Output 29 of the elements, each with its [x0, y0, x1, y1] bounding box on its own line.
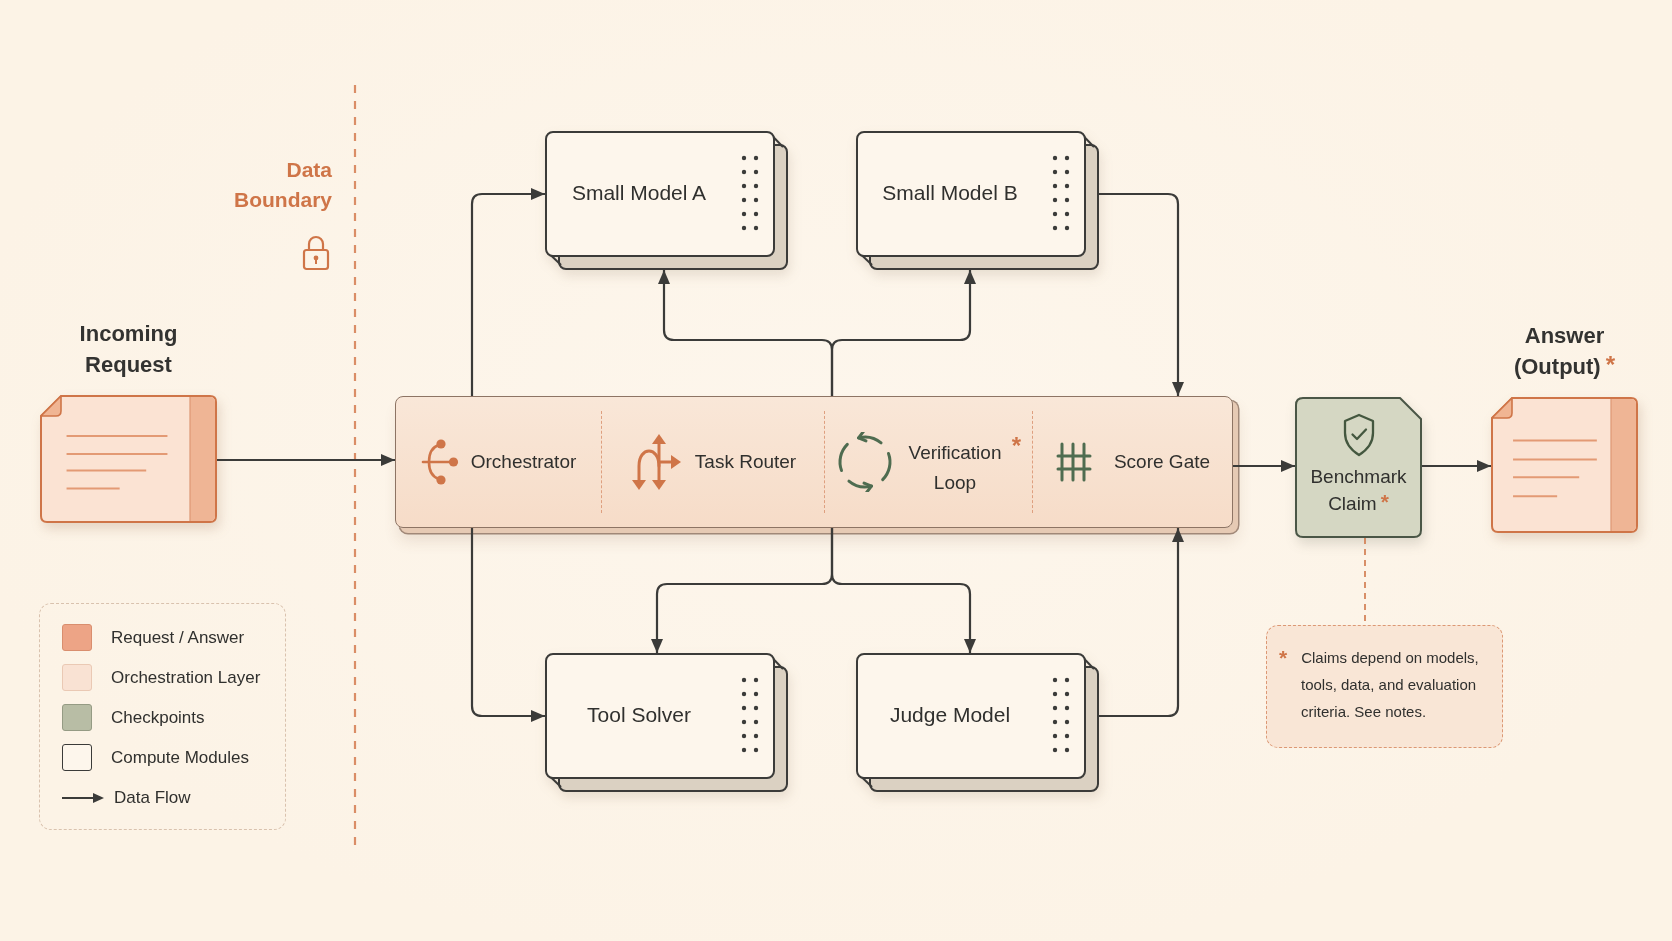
- arrow: [830, 528, 976, 653]
- arrow: [470, 528, 545, 722]
- module-block: [545, 131, 788, 270]
- module-block: [856, 131, 1099, 270]
- legend-label: Checkpoints: [111, 707, 205, 728]
- module-label: Small Model B: [882, 181, 1018, 205]
- legend-label: Orchestration Layer: [111, 667, 261, 688]
- arrow: [830, 270, 976, 396]
- legend-label: Compute Modules: [111, 747, 249, 768]
- arrow: [470, 188, 545, 396]
- boundary-label: Data Boundary: [234, 157, 332, 213]
- module-label: Tool Solver: [587, 703, 691, 727]
- note-box: [1266, 625, 1503, 748]
- section-label: Task Router: [694, 450, 797, 474]
- section-label: Orchestrator: [470, 450, 577, 474]
- arrow: [1233, 460, 1295, 472]
- checkpoint-block: [1295, 397, 1422, 538]
- module-label: Small Model A: [571, 181, 707, 205]
- arrow: [1099, 528, 1184, 718]
- section-label: Score Gate: [1113, 450, 1211, 474]
- module-label: Judge Model: [889, 703, 1011, 727]
- module-block: [545, 653, 788, 792]
- legend-label: Request / Answer: [111, 627, 245, 648]
- arrow: [1099, 192, 1184, 396]
- module-block: [856, 653, 1099, 792]
- arrow: [1422, 460, 1491, 472]
- node-heading: Incoming Request: [79, 320, 178, 379]
- legend-label: Data Flow: [114, 787, 191, 808]
- arrow: [217, 454, 395, 466]
